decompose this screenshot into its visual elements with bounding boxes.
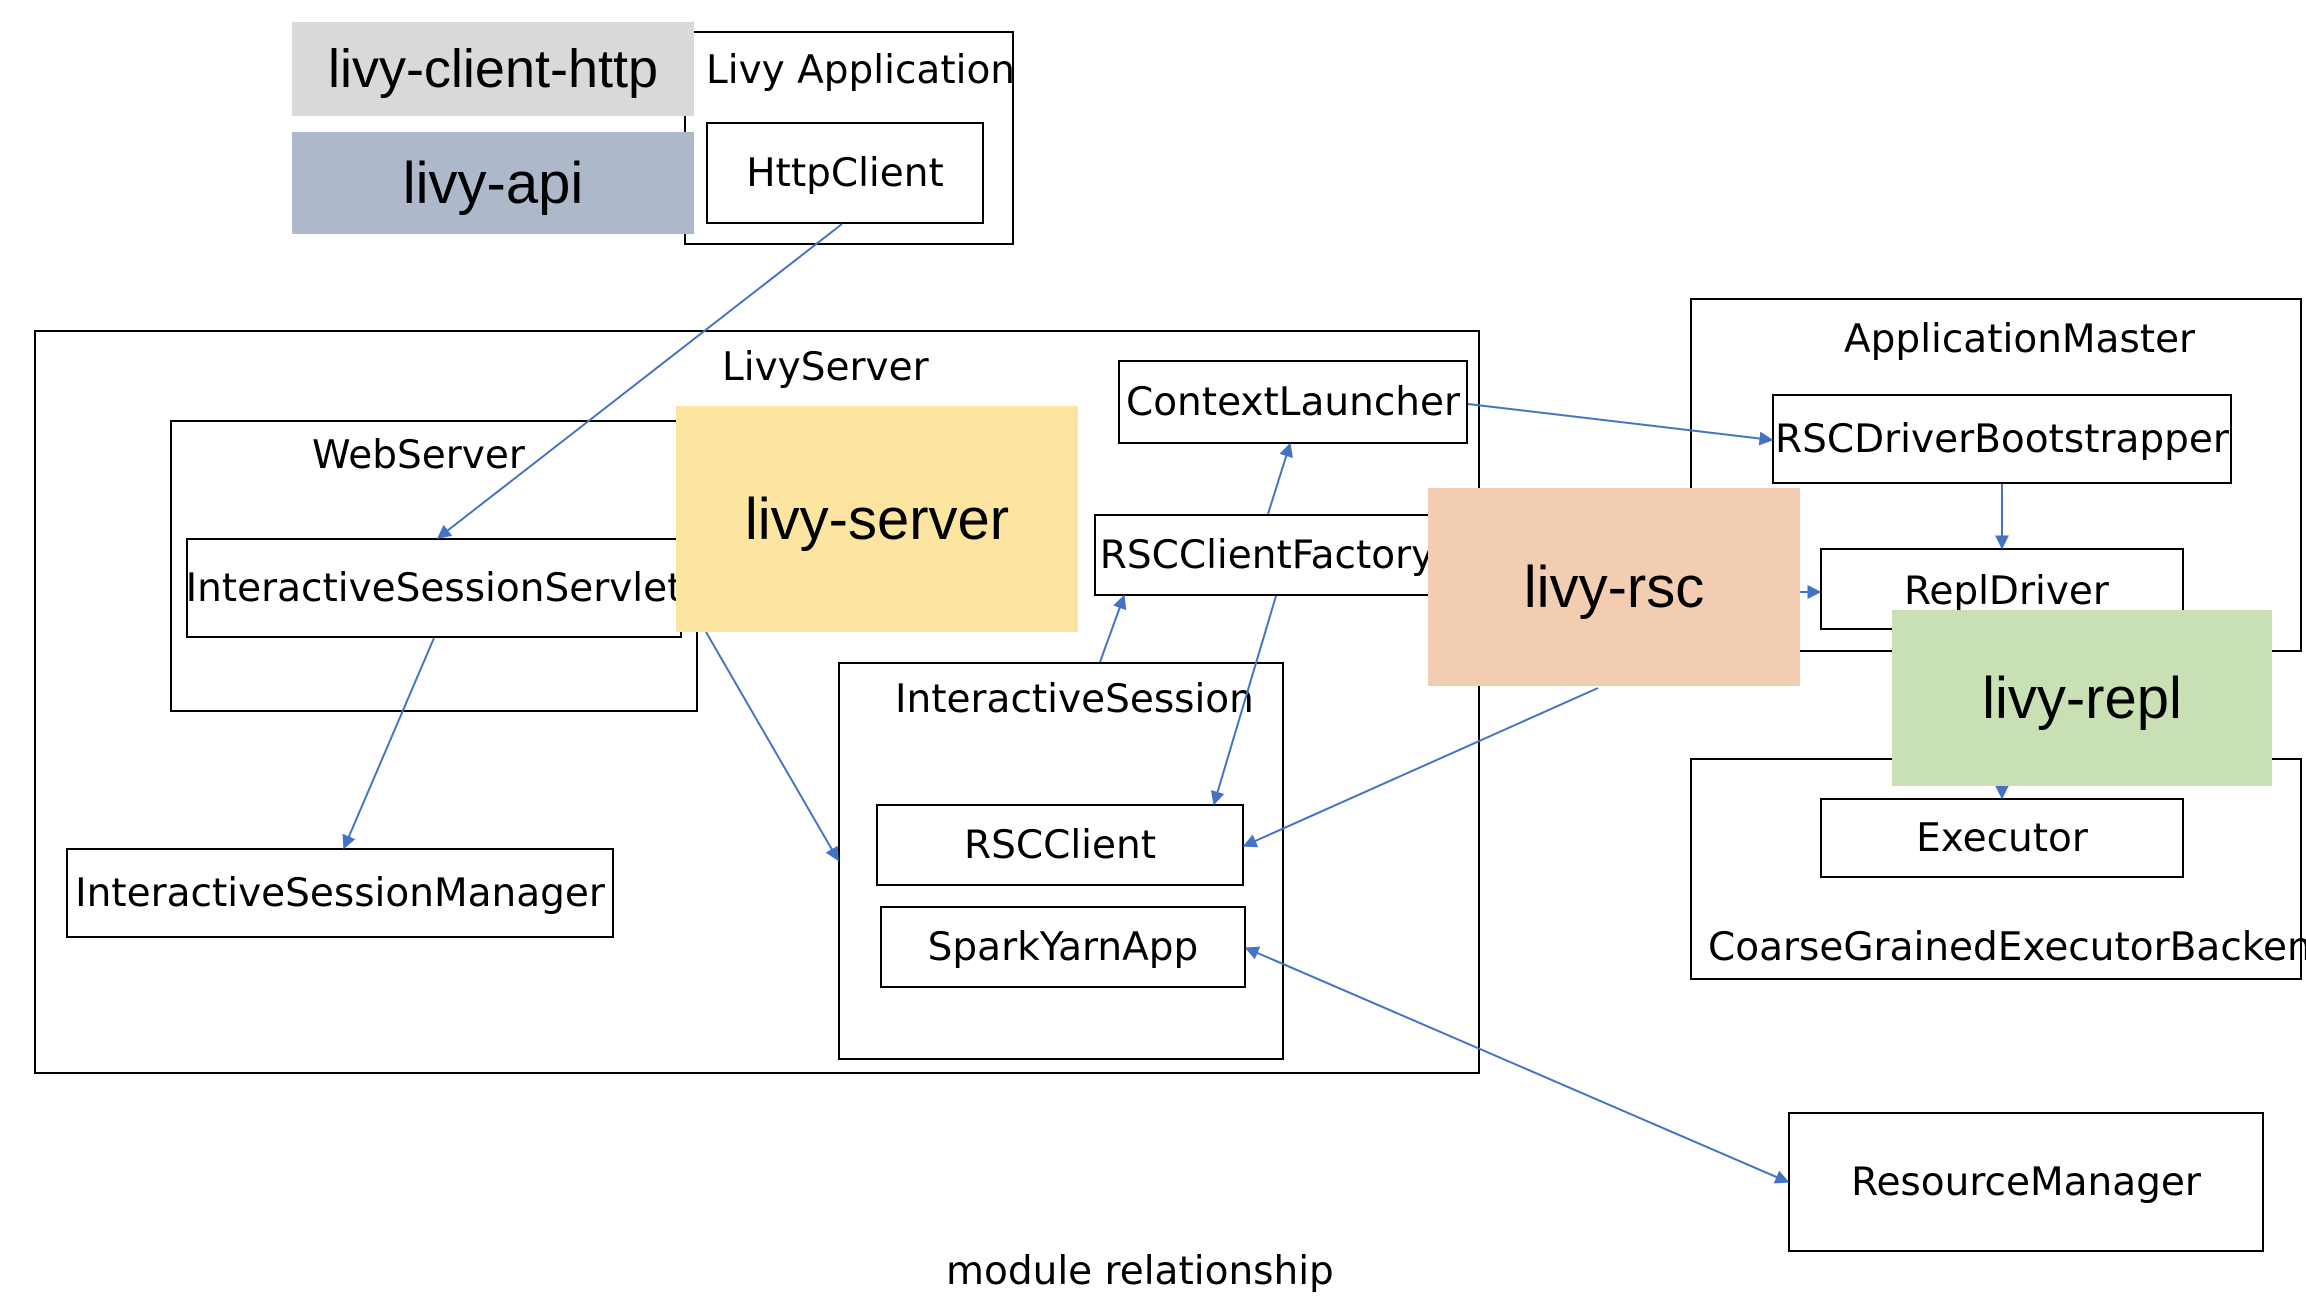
application-master-label: ApplicationMaster: [1844, 317, 2196, 362]
livy-server-container: LivyServer: [34, 330, 1480, 1074]
livy-server-label: LivyServer: [722, 345, 929, 390]
rsc-driver-bootstrapper-box: RSCDriverBootstrapper: [1772, 394, 2232, 484]
module-livy-repl: livy-repl: [1892, 610, 2272, 786]
executor-label: Executor: [1916, 815, 2088, 861]
module-livy-rsc-label: livy-rsc: [1523, 554, 1705, 620]
executor-box: Executor: [1820, 798, 2184, 878]
http-client-box: HttpClient: [706, 122, 984, 224]
module-livy-repl-label: livy-repl: [1982, 665, 2182, 731]
arrow-factory-to-launcher: [1267, 442, 1293, 515]
livy-application-label: Livy Application: [706, 48, 1016, 93]
executor-backend-label: CoarseGrainedExecutorBackend: [1708, 925, 2306, 970]
arrow-session-to-factory: [1099, 594, 1127, 663]
rsc-client-label: RSCClient: [964, 822, 1156, 868]
arrow-launcher-to-bootstrapper: [1467, 403, 1774, 446]
repl-driver-label: ReplDriver: [1904, 569, 2109, 614]
module-livy-client-http: livy-client-http: [292, 22, 694, 116]
module-livy-api-label: livy-api: [402, 150, 584, 216]
interactive-session-manager-label: InteractiveSessionManager: [75, 870, 605, 916]
rsc-driver-bootstrapper-label: RSCDriverBootstrapper: [1775, 416, 2229, 462]
arrow-sparkyarnapp-resourcemanager: [1244, 946, 1790, 1184]
http-client-label: HttpClient: [746, 150, 944, 196]
spark-yarn-app-label: SparkYarnApp: [927, 924, 1199, 970]
resource-manager-label: ResourceManager: [1851, 1159, 2201, 1205]
diagram-caption: module relationship: [946, 1249, 1334, 1294]
arrow-factory-to-rscclient: [1210, 595, 1277, 806]
interactive-session-label: InteractiveSession: [895, 677, 1254, 722]
interactive-session-servlet-box: InteractiveSessionServlet: [186, 538, 682, 638]
context-launcher-label: ContextLauncher: [1125, 379, 1461, 425]
web-server-label: WebServer: [312, 433, 525, 478]
resource-manager-box: ResourceManager: [1788, 1112, 2264, 1252]
arrow-servlet-to-rscclient: [705, 631, 839, 862]
module-livy-server: livy-server: [676, 406, 1078, 632]
rsc-client-factory-box: RSCClientFactory: [1094, 514, 1440, 596]
interactive-session-servlet-label: InteractiveSessionServlet: [185, 565, 683, 611]
rsc-client-box: RSCClient: [876, 804, 1244, 886]
module-livy-server-label: livy-server: [744, 486, 1010, 552]
spark-yarn-app-box: SparkYarnApp: [880, 906, 1246, 988]
arrow-rsc-to-rscclient: [1242, 687, 1599, 848]
rsc-client-factory-label: RSCClientFactory: [1099, 532, 1435, 578]
module-livy-rsc: livy-rsc: [1428, 488, 1800, 686]
module-livy-client-http-label: livy-client-http: [327, 39, 659, 99]
arrow-servlet-to-manager: [342, 637, 435, 850]
context-launcher-box: ContextLauncher: [1118, 360, 1468, 444]
arrow-httpclient-to-servlet: [436, 223, 843, 539]
interactive-session-manager-box: InteractiveSessionManager: [66, 848, 614, 938]
module-livy-api: livy-api: [292, 132, 694, 234]
